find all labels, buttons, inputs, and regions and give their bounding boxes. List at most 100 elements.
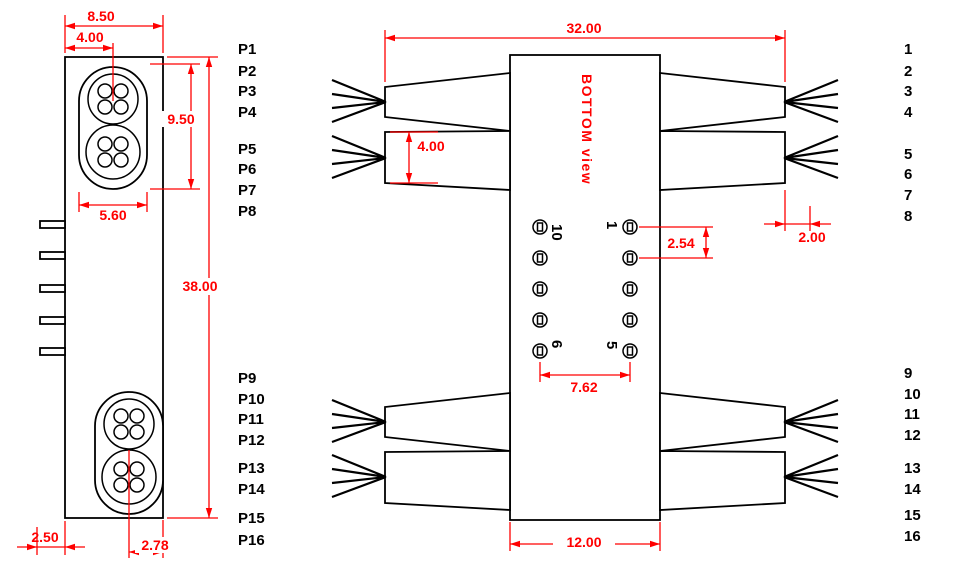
pin-lead xyxy=(39,284,66,293)
bottom-view xyxy=(331,54,839,521)
fiber-bundle-1-4 xyxy=(783,78,839,124)
fiber-bundle-9-12 xyxy=(783,398,839,444)
side-view xyxy=(39,56,164,519)
boot-upper-right-b xyxy=(659,130,786,191)
dim-total-height: 38.00 xyxy=(167,56,224,519)
top-fiber-lens xyxy=(78,66,148,190)
dim-label-side-width: 8.50 xyxy=(87,8,114,24)
fiber-label-9: 9 xyxy=(904,365,912,382)
dim-label-pin-edge-offset: 2.50 xyxy=(31,529,58,545)
dim-label-lens-height: 9.50 xyxy=(167,111,194,127)
dim-label-lens-width: 5.60 xyxy=(99,207,126,223)
boot-upper-right-a xyxy=(659,71,786,133)
pin-hole xyxy=(622,281,638,297)
pin-lead xyxy=(39,251,66,260)
pin-lead xyxy=(39,347,66,356)
dim-label-total-length: 32.00 xyxy=(566,20,601,36)
bottom-view-body xyxy=(509,54,661,521)
labels: BOTTOM view 10 1 6 5 P1 P2 P3 P4 P5 P6 P… xyxy=(238,41,921,549)
port-label-p4: P4 xyxy=(238,104,257,121)
fiber-label-15: 15 xyxy=(904,507,921,524)
boot-upper-left-b xyxy=(384,130,511,191)
dim-pin-row-spacing: 7.62 xyxy=(539,362,631,395)
port-label-p14: P14 xyxy=(238,481,265,498)
fiber-bundle-p5-p8 xyxy=(331,134,387,180)
fiber-label-11: 11 xyxy=(904,406,920,423)
fiber-label-3: 3 xyxy=(904,83,912,100)
port-label-p2: P2 xyxy=(238,63,256,80)
boot-upper-left-a xyxy=(384,71,511,133)
fiber-label-12: 12 xyxy=(904,427,921,444)
dim-label-center-offset: 4.00 xyxy=(76,29,103,45)
port-label-p5: P5 xyxy=(238,141,256,158)
dim-boot-height: 4.00 xyxy=(390,131,445,184)
dim-pin-edge-offset: 2.50 xyxy=(17,521,85,555)
pin-hole xyxy=(532,281,548,297)
pin-hole xyxy=(532,312,548,328)
dim-label-body-length: 12.00 xyxy=(566,534,601,550)
top-lens-upper-bundle xyxy=(87,73,139,125)
fiber-label-14: 14 xyxy=(904,481,921,498)
fiber-label-1: 1 xyxy=(904,41,912,58)
port-label-p13: P13 xyxy=(238,460,265,477)
fiber-label-5: 5 xyxy=(904,146,912,163)
side-view-pins xyxy=(39,220,66,356)
dim-label-edge-offset: 2.00 xyxy=(798,229,825,245)
port-label-p6: P6 xyxy=(238,161,256,178)
bottom-view-label: BOTTOM view xyxy=(579,74,595,185)
port-label-p3: P3 xyxy=(238,83,256,100)
dim-lens-width: 5.60 xyxy=(78,192,148,223)
fiber-label-8: 8 xyxy=(904,208,912,225)
fiber-bundle-p9-p12 xyxy=(331,398,387,444)
dim-label-bottom-center-offset: 2.78 xyxy=(141,537,168,553)
pin-number-1: 1 xyxy=(603,221,620,229)
dim-edge-offset: 2.00 xyxy=(764,190,831,245)
port-label-p16: P16 xyxy=(238,532,265,549)
port-label-p1: P1 xyxy=(238,41,256,58)
port-label-p9: P9 xyxy=(238,370,256,387)
fiber-label-16: 16 xyxy=(904,528,921,545)
fiber-label-4: 4 xyxy=(904,104,913,121)
dim-pin-pitch: 2.54 xyxy=(639,226,713,259)
port-label-p11: P11 xyxy=(238,411,264,428)
port-label-p8: P8 xyxy=(238,203,256,220)
fiber-bundle-p1-p4 xyxy=(331,78,387,124)
dimensions: 8.50 4.00 9.50 5.60 38.00 xyxy=(17,8,831,558)
port-label-p10: P10 xyxy=(238,391,265,408)
fiber-label-10: 10 xyxy=(904,386,921,403)
pin-array xyxy=(532,219,638,359)
pin-hole xyxy=(532,343,548,359)
boot-lower-left-b xyxy=(384,450,511,511)
pin-hole xyxy=(622,250,638,266)
dim-label-pin-pitch: 2.54 xyxy=(667,235,694,251)
dim-center-offset: 4.00 xyxy=(65,29,114,101)
fiber-bundle-p13-p16 xyxy=(331,453,387,499)
pin-lead xyxy=(39,316,66,325)
dim-body-length: 12.00 xyxy=(509,522,661,551)
port-label-p15: P15 xyxy=(238,510,265,527)
pin-number-5: 5 xyxy=(603,341,620,349)
bottom-lens-upper-bundle xyxy=(103,398,155,450)
port-label-p7: P7 xyxy=(238,182,256,199)
dim-total-length: 32.00 xyxy=(384,20,786,82)
dim-label-total-height: 38.00 xyxy=(182,278,217,294)
pin-hole xyxy=(532,219,548,235)
dim-label-pin-row-spacing: 7.62 xyxy=(570,379,597,395)
boot-lower-right-b xyxy=(659,450,786,511)
fiber-label-2: 2 xyxy=(904,63,912,80)
fiber-label-6: 6 xyxy=(904,166,912,183)
dim-label-boot-height: 4.00 xyxy=(417,138,444,154)
port-label-p12: P12 xyxy=(238,432,265,449)
dim-bottom-center-offset: 2.78 xyxy=(128,450,175,558)
boot-lower-left-a xyxy=(384,391,511,453)
pin-number-6: 6 xyxy=(548,340,565,348)
fiber-label-7: 7 xyxy=(904,187,912,204)
fiber-bundle-13-16 xyxy=(783,453,839,499)
top-lens-lower-bundle xyxy=(85,124,141,180)
boot-lower-right-a xyxy=(659,391,786,453)
pin-number-10: 10 xyxy=(548,224,565,241)
pin-lead xyxy=(39,220,66,229)
pin-hole xyxy=(622,343,638,359)
